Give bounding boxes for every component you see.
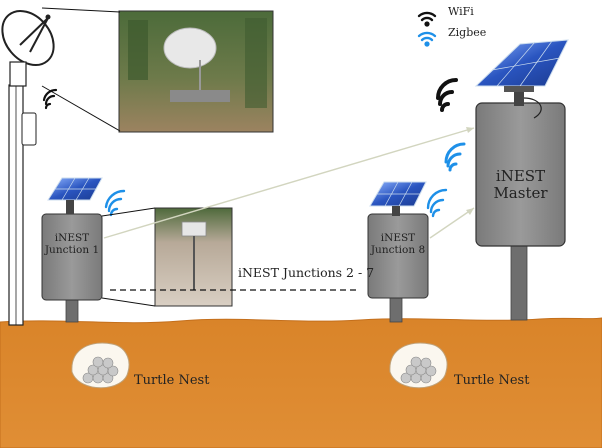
junction8-label-line2: Junction 8: [370, 244, 426, 257]
arrowhead-j8: [466, 208, 474, 215]
junctions-range-label: iNEST Junctions 2 - 7: [238, 265, 375, 280]
dish-photo: [118, 10, 274, 133]
master-label-line1: iNEST: [495, 167, 546, 185]
turtle-nest-left-label: Turtle Nest: [134, 373, 210, 388]
legend-zigbee-label: Zigbee: [448, 26, 487, 39]
legend-wifi-label: WiFi: [448, 5, 474, 18]
solar-panel-icon: [474, 39, 569, 119]
junction1-label-line1: iNEST: [54, 232, 90, 244]
satellite-dish-icon: [1, 10, 55, 87]
tower-pole: [8, 84, 37, 326]
junction1-label: iNEST Junction 1: [42, 232, 102, 256]
zigbee-icon: [444, 142, 466, 172]
arrowhead-j1: [466, 127, 474, 133]
link-j1-to-master: [103, 127, 475, 239]
turtle-nest-right-label: Turtle Nest: [454, 373, 530, 388]
solar-panel-icon: [369, 181, 427, 216]
wifi-icon: [436, 78, 458, 112]
junction8-label-line1: iNEST: [380, 232, 416, 244]
master-label-line2: Master: [493, 184, 548, 203]
ground: [0, 317, 602, 448]
junction8-unit: [367, 181, 429, 323]
master-unit: [474, 39, 569, 321]
junction1-unit: [41, 177, 103, 323]
legend-zigbee: Zigbee: [448, 26, 486, 39]
legend-zigbee-icon: [417, 31, 437, 47]
turtle-nest-right: [389, 342, 448, 389]
junction-photo: [154, 207, 233, 307]
junction1-label-line2: Junction 1: [44, 244, 100, 257]
zigbee-icon: [426, 188, 448, 218]
solar-panel-icon: [47, 177, 103, 214]
zigbee-icon: [104, 189, 126, 217]
legend-wifi-icon: [417, 11, 437, 27]
link-j8-to-master: [429, 207, 475, 239]
wifi-icon: [42, 88, 58, 110]
callout-line-bottom: [41, 85, 121, 132]
turtle-nest-left: [71, 342, 130, 389]
callout-line-j1-top: [101, 207, 156, 217]
master-label: iNEST Master: [476, 167, 565, 203]
legend-wifi: WiFi: [448, 5, 474, 18]
junction8-label: iNEST Junction 8: [368, 232, 428, 256]
callout-line-j1-bottom: [101, 297, 156, 307]
callout-line-top: [41, 7, 121, 13]
